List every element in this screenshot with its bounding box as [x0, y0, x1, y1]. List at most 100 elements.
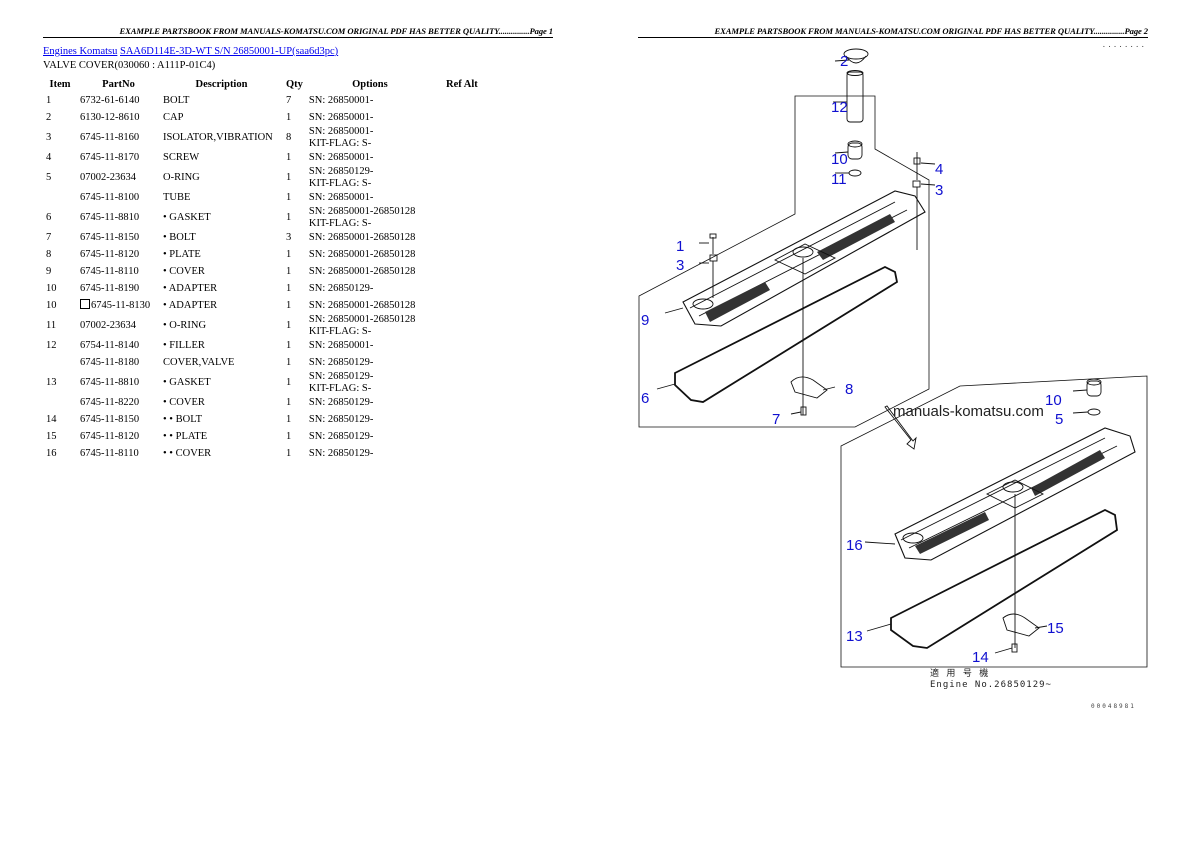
qty-cell: 1 [286, 151, 292, 163]
options-cell: SN: 26850001- [306, 189, 434, 206]
options-cell: SN: 26850129- [306, 280, 434, 297]
options-cell: SN: 26850129-KIT-FLAG: S- [306, 166, 434, 189]
option-serial: SN: 26850001-26850128 [308, 265, 416, 277]
description-cell: • • BOLT [163, 413, 203, 425]
dot-marks: ........ [1102, 40, 1147, 49]
partno-cell: 6745-11-8100 [80, 191, 140, 203]
options-cell: SN: 26850129- [306, 445, 434, 462]
col-header-item: Item [49, 78, 71, 90]
callout-numbers: 2 12 10 11 4 3 1 3 9 6 8 7 10 5 16 13 15… [641, 53, 1064, 666]
qty-cell: 1 [286, 376, 292, 388]
description-cell: • COVER [163, 396, 205, 408]
page-1: EXAMPLE PARTSBOOK FROM MANUALS-KOMATSU.C… [43, 26, 553, 462]
breadcrumb: Engines Komatsu SAA6D114E-3D-WT S/N 2685… [43, 46, 338, 57]
callout-13: 13 [846, 628, 863, 645]
callout-16: 16 [846, 537, 863, 554]
callout-10: 10 [831, 151, 848, 168]
options-cell: SN: 26850129- [306, 354, 434, 371]
description-cell: CAP [163, 111, 184, 123]
partno-cell: 6754-11-8140 [80, 339, 140, 351]
qty-cell: 1 [286, 447, 292, 459]
option-serial: SN: 26850001-26850128 [308, 314, 416, 325]
option-kit-flag: KIT-FLAG: S- [308, 137, 372, 149]
description-cell: • FILLER [163, 339, 205, 351]
col-header-partno: PartNo [102, 78, 135, 90]
qty-cell: 1 [286, 211, 292, 223]
qty-cell: 1 [286, 430, 292, 442]
partno-cell: 6745-11-8180 [80, 356, 140, 368]
ref-alt-cell [434, 411, 490, 428]
description-cell: COVER,VALVE [163, 356, 235, 368]
option-serial: SN: 26850001- [308, 94, 374, 106]
qty-cell: 1 [286, 171, 292, 183]
options-cell: SN: 26850001-26850128 [306, 263, 434, 280]
partno-cell: 07002-23634 [80, 171, 136, 183]
option-serial: SN: 26850129- [308, 413, 374, 425]
option-serial: SN: 26850001-26850128 [308, 248, 416, 260]
ref-alt-cell [434, 297, 490, 314]
item-cell: 13 [46, 376, 57, 388]
watermark: manuals-komatsu.com [893, 403, 1044, 420]
ref-alt-cell [434, 371, 490, 394]
partno-cell: 6745-11-8160 [80, 131, 140, 143]
callout-2: 2 [840, 53, 848, 70]
partno-cell: 6745-11-8810 [80, 376, 140, 388]
item-cell [43, 394, 77, 411]
options-cell: SN: 26850001-26850128 [306, 297, 434, 314]
option-kit-flag: KIT-FLAG: S- [308, 177, 372, 189]
description-cell: SCREW [163, 151, 200, 163]
table-header-row: Item PartNo Description Qty Options Ref … [43, 76, 490, 92]
page-header: EXAMPLE PARTSBOOK FROM MANUALS-KOMATSU.C… [638, 26, 1148, 38]
callout-7: 7 [772, 411, 780, 428]
engine-note-serial: Engine No.26850129~ [930, 680, 1052, 690]
partno-cell: 6745-11-8220 [80, 396, 140, 408]
ref-alt-cell [434, 314, 490, 337]
item-cell: 12 [46, 339, 57, 351]
callout-3b: 3 [676, 257, 684, 274]
option-serial: SN: 26850129- [308, 396, 374, 408]
breadcrumb-link-engines[interactable]: Engines Komatsu [43, 46, 118, 57]
ref-alt-cell [434, 280, 490, 297]
ref-alt-cell [434, 109, 490, 126]
qty-cell: 1 [286, 248, 292, 260]
option-serial: SN: 26850129- [308, 282, 374, 294]
options-cell: SN: 26850001- [306, 92, 434, 109]
item-cell: 14 [46, 413, 57, 425]
ref-alt-cell [434, 445, 490, 462]
option-kit-flag: KIT-FLAG: S- [308, 325, 372, 337]
ref-alt-cell [434, 428, 490, 445]
item-cell [43, 189, 77, 206]
description-cell: ISOLATOR,VIBRATION [163, 131, 273, 143]
partno-cell: 6745-11-8150 [80, 413, 140, 425]
qty-cell: 1 [286, 413, 292, 425]
ref-alt-cell [434, 166, 490, 189]
options-cell: SN: 26850129-KIT-FLAG: S- [306, 371, 434, 394]
ref-alt-cell [434, 149, 490, 166]
table-row: 14 6745-11-8150 • • BOLT 1 SN: 26850129- [43, 411, 490, 428]
item-cell: 9 [46, 265, 52, 277]
options-cell: SN: 26850129- [306, 428, 434, 445]
item-cell: 10 [46, 282, 57, 294]
qty-cell: 1 [286, 282, 292, 294]
breadcrumb-link-model[interactable]: SAA6D114E-3D-WT S/N 26850001-UP(saa6d3pc… [120, 46, 339, 57]
exploded-parts-diagram: 2 12 10 11 4 3 1 3 9 6 8 7 10 5 16 13 15… [595, 40, 1190, 720]
partno-cell: 6745-11-8810 [80, 211, 140, 223]
item-cell: 16 [46, 447, 57, 459]
ref-alt-cell [434, 263, 490, 280]
options-cell: SN: 26850001-KIT-FLAG: S- [306, 126, 434, 149]
option-serial: SN: 26850001- [308, 111, 374, 123]
callout-15: 15 [1047, 620, 1064, 637]
qty-cell: 1 [286, 299, 292, 311]
